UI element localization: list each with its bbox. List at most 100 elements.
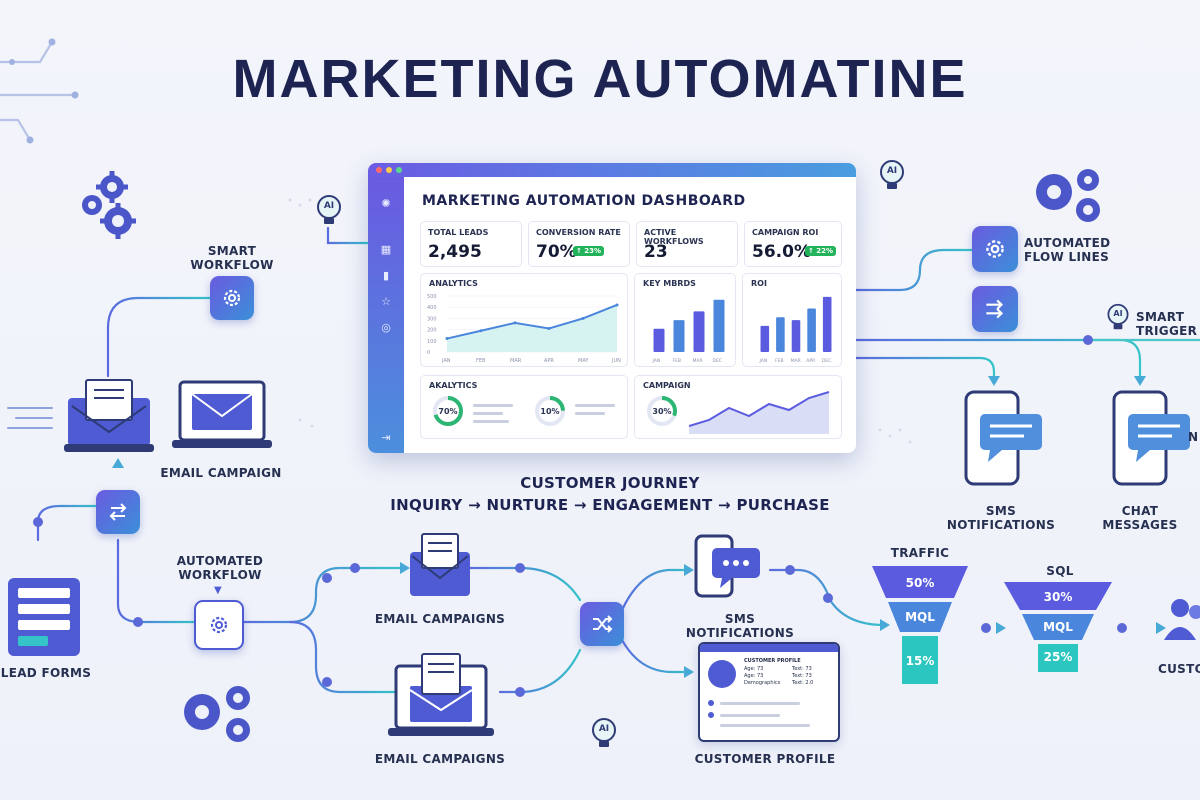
ai-bulb-icon: AI: [588, 716, 620, 750]
funnel-1: 50% MQL 15%: [872, 566, 968, 686]
email-campaigns-node-1[interactable]: [408, 530, 472, 600]
traffic-label: TRAFFIC: [890, 546, 950, 560]
envelope-icon: [410, 533, 470, 596]
data-point: [513, 321, 517, 325]
route-arrows-icon: [986, 299, 1004, 319]
globe-icon[interactable]: ◎: [381, 321, 391, 334]
x-tick-label: DEC: [822, 358, 831, 364]
grid-icon[interactable]: ▦: [380, 243, 392, 256]
y-tick-label: 100: [427, 339, 437, 345]
dashboard-title: MARKETING AUTOMATION DASHBOARD: [422, 193, 746, 209]
funnel-2-top: 30%: [1043, 590, 1073, 604]
email-campaign-laptop[interactable]: [172, 380, 272, 452]
phone-chat-icon: [1112, 390, 1190, 486]
flow-arrows-node[interactable]: [972, 286, 1018, 332]
gear-icon: [223, 289, 241, 307]
y-tick-label: 0: [427, 350, 430, 356]
phone-chat-icon: [964, 390, 1042, 486]
funnel-2-mid: MQL: [1043, 620, 1073, 634]
bar: [822, 296, 832, 352]
campaign-panel: CAMPAIGN 30%: [634, 375, 842, 439]
kpi-active-workflows: ACTIVE WORKFLOWS 23: [636, 221, 738, 267]
donut-30-label: 30%: [652, 407, 672, 416]
x-tick-label: MAY: [578, 358, 589, 364]
chat-messages-label: CHAT MESSAGES: [1102, 504, 1178, 532]
data-point: [445, 337, 449, 341]
dashboard-sidebar: ✺ ▦ ▮ ☆ ◎ ⇥: [368, 177, 404, 453]
campaign-area-chart: [689, 391, 830, 434]
status-badge: ↑ 23%: [573, 246, 605, 256]
email-laptop-node[interactable]: [64, 376, 154, 454]
donut-10-label: 10%: [540, 407, 560, 416]
minimize-dot[interactable]: [386, 167, 392, 173]
sms-phone-node[interactable]: [962, 390, 1044, 486]
series-line: [446, 304, 618, 340]
funnel-1-top: 50%: [905, 576, 935, 590]
star-icon[interactable]: ☆: [381, 295, 391, 308]
funnel-1-bottom: 15%: [905, 654, 935, 668]
page-title: MARKETING AUTOMATINE: [232, 49, 968, 109]
x-tick-label: JAN: [759, 358, 768, 364]
gear-icon: [986, 240, 1004, 258]
route-arrows-icon: [109, 503, 127, 521]
phone-chat-icon: [694, 534, 760, 598]
x-tick-label: FEB: [476, 358, 486, 364]
automated-workflow-node[interactable]: [194, 600, 244, 650]
y-tick-label: 300: [427, 316, 437, 322]
ai-icon[interactable]: ✺: [381, 197, 391, 210]
gears-icon: [184, 686, 250, 742]
envelope-laptop-icon: [64, 379, 154, 452]
close-dot[interactable]: [376, 167, 382, 173]
email-campaigns-label-2: EMAIL CAMPAIGNS: [374, 752, 506, 766]
ai-bulb-icon: AI: [1104, 302, 1132, 332]
customer-profile-card[interactable]: CUSTOMER PROFILE Age: 73 Age: 73 Demogra…: [698, 642, 840, 742]
sms-notifications-node[interactable]: [694, 534, 764, 600]
logout-icon[interactable]: ⇥: [381, 431, 391, 444]
lead-forms-label: LEAD FORMS: [0, 666, 92, 680]
x-tick-label: MAR: [791, 358, 801, 364]
bar: [791, 320, 801, 352]
maximize-dot[interactable]: [396, 167, 402, 173]
bar: [653, 328, 665, 352]
x-tick-label: JUN: [611, 358, 621, 364]
kpi-conversion-rate: CONVERSION RATE 70% ↑ 23%: [528, 221, 630, 267]
routing-node[interactable]: [96, 490, 140, 534]
bar: [776, 317, 785, 352]
email-campaigns-node-2[interactable]: [388, 652, 494, 744]
dashboard-window: ✺ ▦ ▮ ☆ ◎ ⇥ MARKETING AUTOMATION DASHBOA…: [368, 163, 856, 453]
window-titlebar: [368, 163, 856, 177]
x-tick-label: JAN: [441, 358, 451, 364]
email-campaign-label: EMAIL CAMPAIGN: [160, 466, 282, 480]
customer-journey: CUSTOMER JOURNEY INQUIRY → NURTURE → ENG…: [330, 472, 890, 516]
funnel-2: 30% MQL 25%: [1004, 582, 1112, 674]
line-area: [447, 304, 617, 352]
avatar: [708, 660, 736, 688]
x-tick-label: FEB: [673, 358, 682, 364]
chat-phone-node[interactable]: [1110, 390, 1196, 486]
x-tick-label: APR: [544, 358, 554, 364]
cut-label: N: [1188, 430, 1199, 444]
x-tick-label: APR: [806, 358, 815, 364]
funnel-1-mid: MQL: [905, 610, 935, 624]
smart-workflow-label: SMART WORKFLOW: [190, 244, 274, 272]
smart-workflow-node[interactable]: [210, 276, 254, 320]
merge-node[interactable]: [580, 602, 624, 646]
chart-icon[interactable]: ▮: [382, 269, 390, 282]
ai-bulb-icon: AI: [876, 158, 908, 192]
lead-form-card[interactable]: [8, 578, 80, 656]
automated-flow-lines-label: AUTOMATED FLOW LINES: [1024, 236, 1111, 264]
sql-label: SQL: [1046, 564, 1074, 578]
sms-notifications-label: SMS NOTIFICATIONS: [685, 612, 795, 640]
automated-flow-node[interactable]: [972, 226, 1018, 272]
y-tick-label: 200: [427, 328, 437, 334]
x-tick-label: MAR: [693, 358, 703, 364]
funnel-2-bottom: 25%: [1043, 650, 1073, 664]
data-point: [547, 326, 551, 330]
y-tick-label: 500: [427, 294, 437, 300]
x-tick-label: JAN: [652, 358, 661, 364]
